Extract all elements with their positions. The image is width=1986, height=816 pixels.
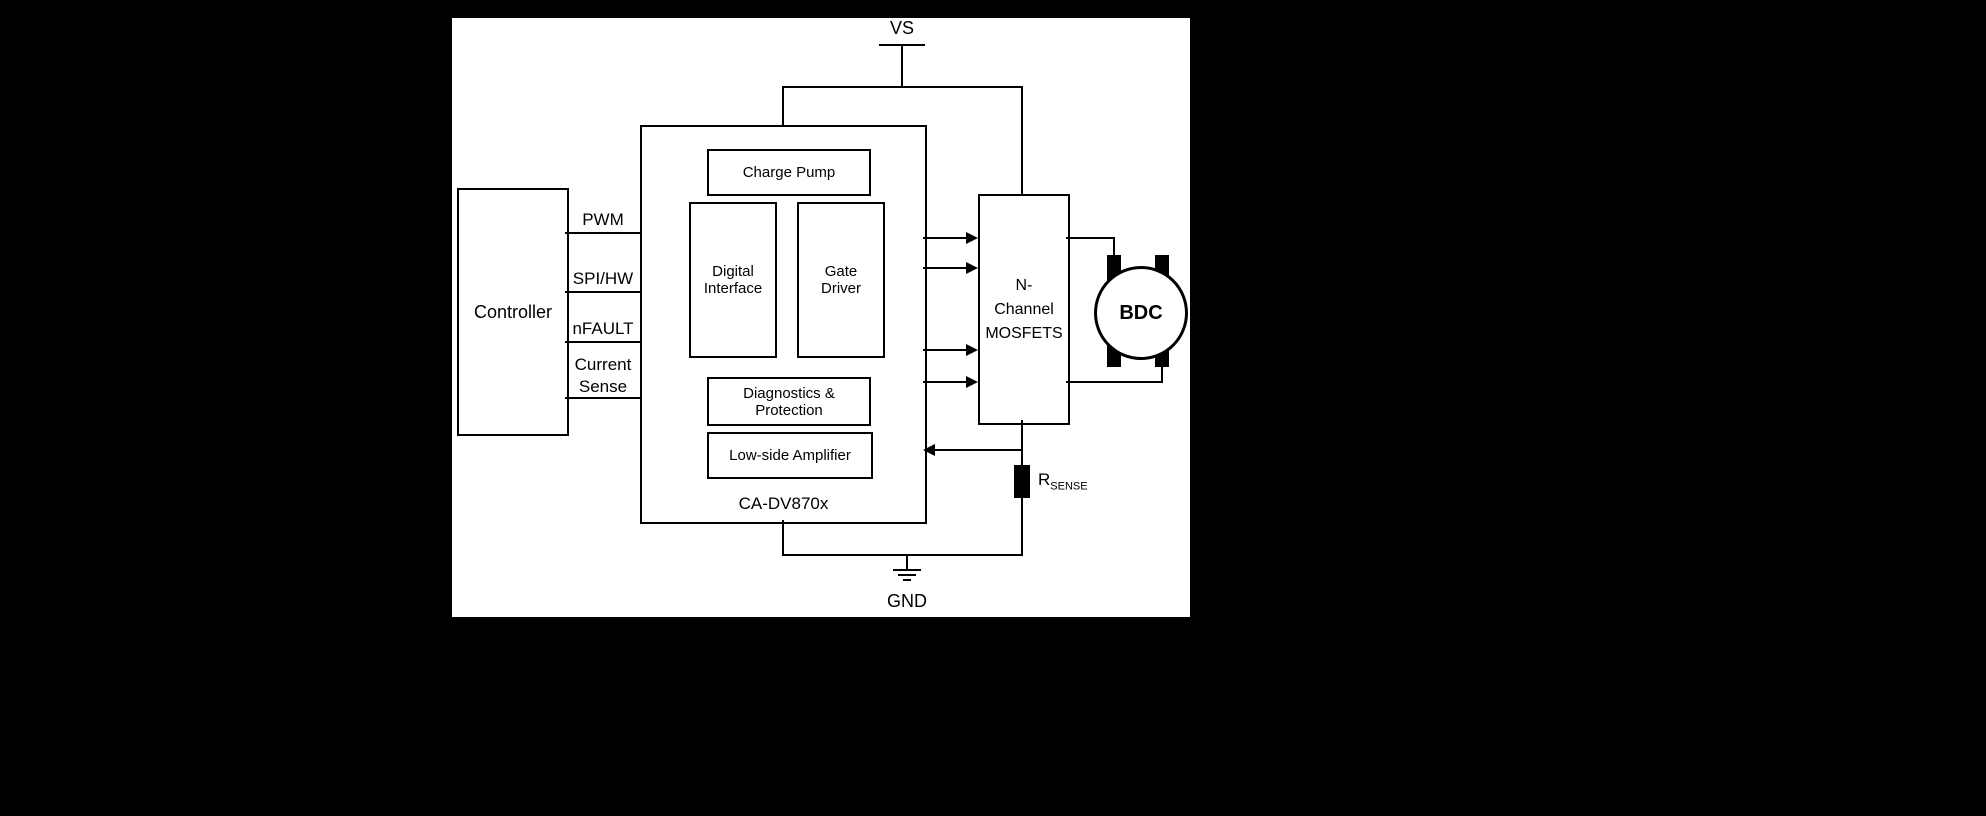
rsense-label-sub: SENSE [1050,480,1088,493]
vs-label: VS [889,18,914,38]
block-charge-pump: Charge Pump [707,149,871,196]
block-digital-interface: Digital Interface [689,202,777,358]
block-diagnostics-protection-label: Diagnostics & Protection [743,384,835,419]
vs-wire [901,45,903,87]
signal-wire-pwm [565,232,640,234]
signal-label-pwm: PWM [582,210,624,229]
sense-resistor [1014,465,1030,498]
signal-wire-spi-hw [565,291,640,293]
gate-drive-arrowhead-icon [966,344,978,356]
gate-drive-arrowhead-icon [966,376,978,388]
mosfets-box: N- Channel MOSFETS [978,194,1070,425]
signal-label-current-sense: Current Sense [574,355,632,397]
block-charge-pump-label: Charge Pump [742,164,836,181]
signal-label-spi-hw: SPI/HW [572,269,634,288]
motor-phase-wire-top [1066,237,1115,239]
rsense-label-base: R [1038,470,1051,489]
chip-to-ground-wire [782,520,784,555]
current-feedback-arrowhead-icon [923,444,935,456]
ground-stub-wire [906,555,908,570]
vs-to-mosfets-wire [1021,87,1023,194]
signal-wire-nfault [565,341,640,343]
gate-drive-wire [923,237,968,239]
gnd-label: GND [887,591,927,611]
chip-name: CA-DV870x [738,494,829,513]
motor-bdc: BDC [1094,266,1188,360]
current-feedback-wire [934,449,1022,451]
motor-label: BDC [1119,301,1163,324]
ground-symbol-icon [898,574,916,576]
gate-drive-wire [923,381,968,383]
ground-symbol-icon [903,579,911,581]
gate-drive-wire [923,267,968,269]
chip-box: Charge Pump Digital Interface Gate Drive… [640,125,927,524]
vs-to-chip-wire [782,87,784,125]
motor-phase-wire-bottom [1066,381,1163,383]
controller-box: Controller [457,188,569,436]
gate-drive-arrowhead-icon [966,232,978,244]
motor-phase-wire-bottom [1161,367,1163,382]
ground-symbol-icon [893,569,921,571]
gate-drive-arrowhead-icon [966,262,978,274]
block-gate-driver-label: Gate Driver [821,263,861,297]
block-digital-interface-label: Digital Interface [703,263,763,297]
mosfets-label: N- Channel MOSFETS [985,276,1063,342]
signal-wire-current-sense [565,397,640,399]
motor-phase-wire-top [1113,238,1115,256]
block-low-side-amplifier: Low-side Amplifier [707,432,873,479]
gate-drive-wire [923,349,968,351]
rsense-label: RSENSE [1038,470,1088,492]
controller-label: Controller [473,301,553,322]
block-diagnostics-protection: Diagnostics & Protection [707,377,871,426]
signal-label-nfault: nFAULT [572,319,634,338]
vs-top-rail-wire [782,86,1023,88]
block-diagram-canvas: VS Controller PWM SPI/HW nFAULT Current … [452,18,1190,617]
block-gate-driver: Gate Driver [797,202,885,358]
block-low-side-amplifier-label: Low-side Amplifier [729,447,851,464]
ground-rail-wire [782,554,1023,556]
